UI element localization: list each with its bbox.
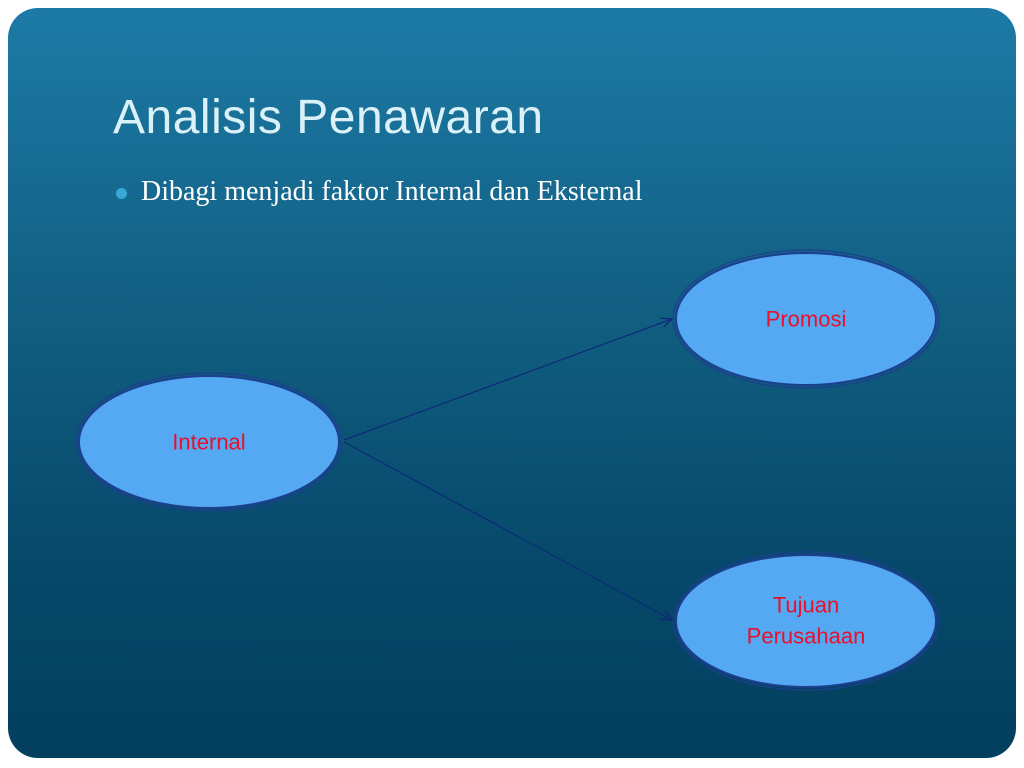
bullet-text: Dibagi menjadi faktor Internal dan Ekste… (141, 176, 643, 207)
node-promosi-label: Promosi (766, 307, 847, 332)
edge-internal-promosi (343, 319, 672, 441)
slide-title: Analisis Penawaran (113, 91, 544, 144)
slide: Analisis Penawaran Dibagi menjadi faktor… (8, 8, 1016, 758)
node-tujuan-label-line2: Perusahaan (747, 624, 866, 649)
node-internal-label: Internal (172, 430, 245, 455)
node-tujuan-label-line1: Tujuan (773, 593, 839, 618)
bullet-dot-icon (116, 187, 127, 199)
bullet-item: Dibagi menjadi faktor Internal dan Ekste… (116, 176, 642, 208)
diagram: Internal Promosi Tujuan Perusahaan (75, 249, 940, 691)
node-internal: Internal (75, 372, 343, 512)
edge-internal-tujuan (343, 441, 672, 620)
node-tujuan-perusahaan: Tujuan Perusahaan (672, 551, 940, 691)
node-promosi: Promosi (672, 249, 940, 389)
